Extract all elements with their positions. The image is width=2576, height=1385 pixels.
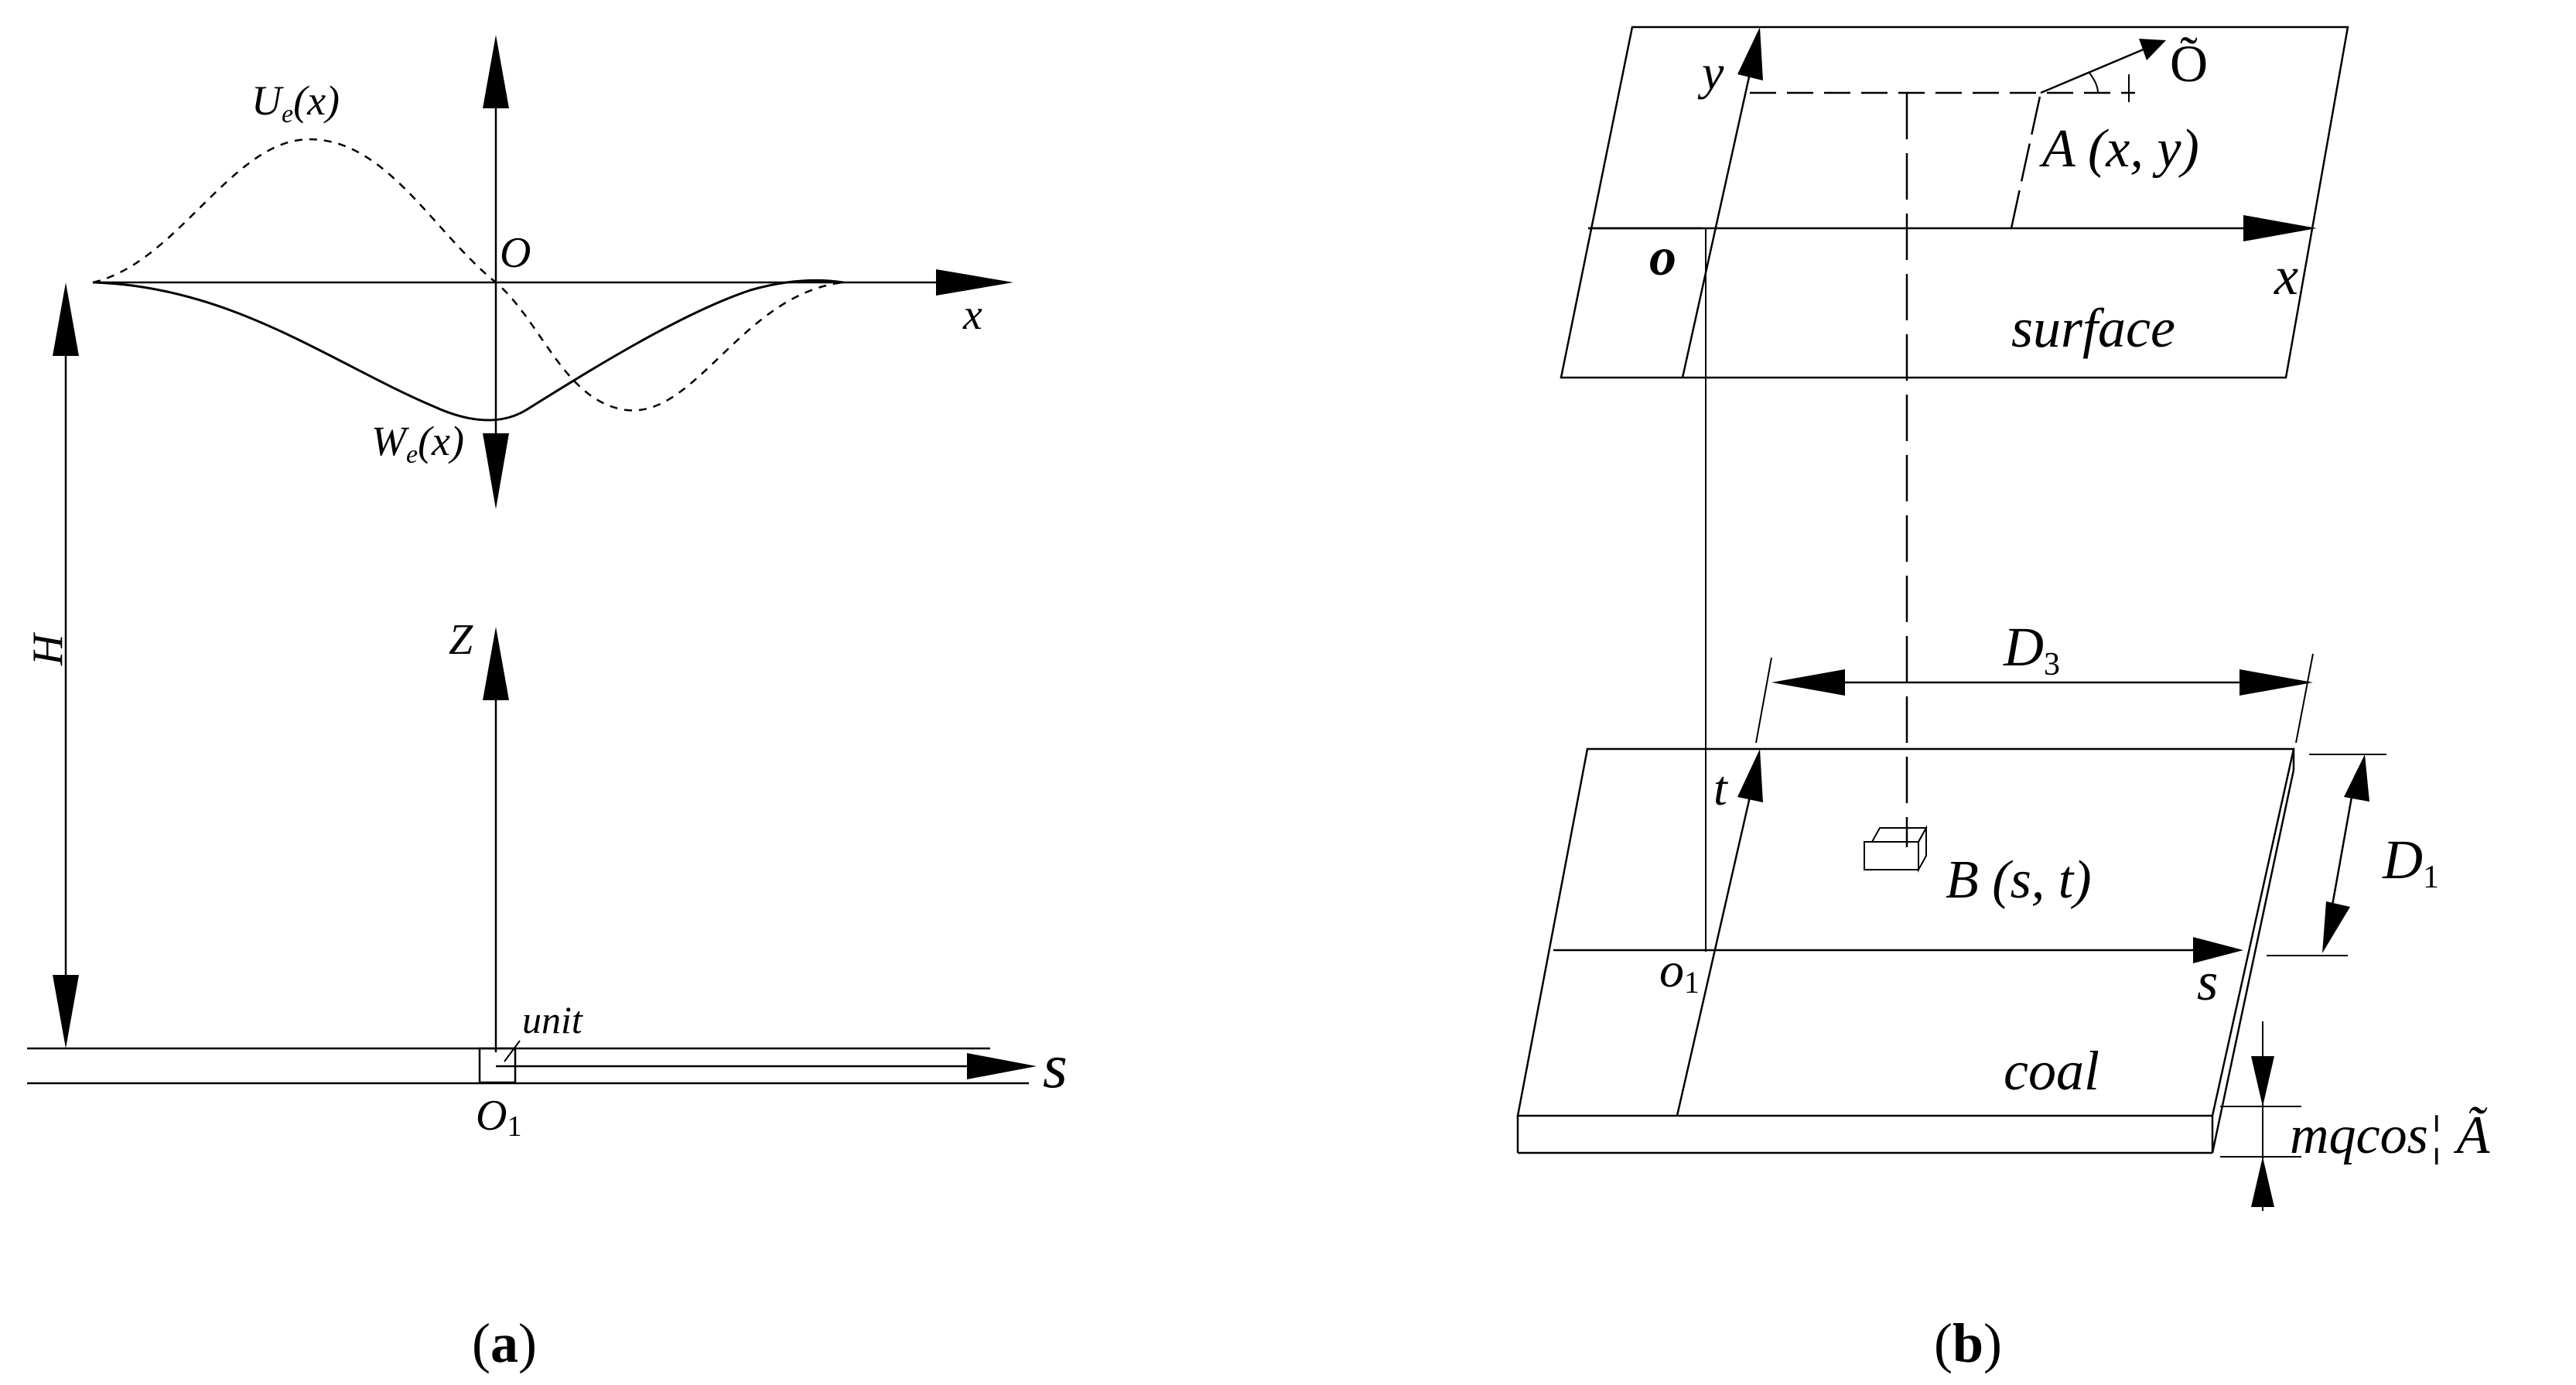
d1-bottom-arrow xyxy=(2322,901,2350,953)
thickness-bottom-arrow xyxy=(2251,1157,2274,1207)
coal-plane-top xyxy=(1516,747,2295,1117)
coal-s-arrow xyxy=(2193,937,2243,963)
o1-label-b: o1 xyxy=(1659,942,1700,1000)
s-axis-arrow xyxy=(967,1053,1037,1079)
surface-label: surface xyxy=(2011,297,2175,359)
x-axis-label: x xyxy=(962,291,982,339)
displacement-curve xyxy=(92,138,844,412)
surface-slant-a xyxy=(2010,92,2042,229)
thickness-top-arrow xyxy=(2251,1056,2274,1106)
coal-t-axis xyxy=(1676,796,1751,1117)
d3-right-extension xyxy=(2295,653,2314,744)
unit-label: unit xyxy=(522,998,583,1041)
ue-label: Ue(x) xyxy=(251,77,340,128)
d3-right-arrow xyxy=(2239,669,2313,696)
coal-t-arrow xyxy=(1737,749,1763,802)
surface-y-axis xyxy=(1681,73,1751,378)
d3-label: D3 xyxy=(2003,616,2060,682)
d1-top-arrow xyxy=(2344,754,2369,802)
h-label: H xyxy=(24,632,72,666)
z-axis-arrow xyxy=(483,627,509,700)
caption-a: (a) xyxy=(472,1312,537,1374)
d1-dimension-line xyxy=(2331,796,2353,906)
origin-label: O xyxy=(500,229,531,277)
surface-y-arrow xyxy=(1737,27,1763,80)
angle-arc xyxy=(2088,71,2099,94)
panel-a: Ue(x) O x We(x) H Z unit s O1 (a) xyxy=(24,35,1068,1374)
subsidence-curve xyxy=(92,279,844,422)
z-axis-label: Z xyxy=(449,616,473,664)
x-label: x xyxy=(2274,247,2298,306)
vertical-axis-up-arrow xyxy=(483,35,509,108)
coal-slab-right-face xyxy=(2211,769,2295,1154)
o-label: o xyxy=(1649,227,1676,287)
point-a-label: A (x, y) xyxy=(2039,119,2199,179)
point-b-label: B (s, t) xyxy=(1946,850,2092,910)
h-dimension-bottom-arrow xyxy=(53,975,79,1048)
d3-left-arrow xyxy=(1771,669,1845,696)
we-label: We(x) xyxy=(371,418,464,469)
surface-x-arrow xyxy=(2243,215,2317,241)
o-tilde-arrowhead xyxy=(2139,39,2166,60)
vertical-axis-down-arrow xyxy=(483,433,509,509)
caption-b: (b) xyxy=(1934,1312,2002,1374)
thickness-label: mqcos¦ Ã xyxy=(2290,1106,2490,1165)
surface-plane xyxy=(1560,26,2349,379)
element-b-top xyxy=(1871,827,1928,843)
o-tilde-label: Õ xyxy=(2170,34,2208,93)
s-label: s xyxy=(2197,952,2218,1012)
element-b-side xyxy=(1918,825,1927,873)
d3-left-extension xyxy=(1755,657,1772,744)
d1-label: D1 xyxy=(2382,829,2439,895)
coal-label: coal xyxy=(2004,1040,2099,1102)
o1-label: O1 xyxy=(476,1092,521,1143)
t-label: t xyxy=(1713,761,1729,816)
y-label: y xyxy=(1697,45,1724,100)
s-axis-label: s xyxy=(1043,1031,1068,1101)
x-axis-arrow xyxy=(936,269,1013,296)
h-dimension-top-arrow xyxy=(53,282,79,356)
element-b-front xyxy=(1864,841,1919,870)
panel-b: y Õ A (x, y) o x surface D3 t B (s, t) D… xyxy=(1516,26,2490,1374)
unit-element xyxy=(478,1047,517,1084)
unit-leader xyxy=(504,1040,521,1062)
o-tilde-arrow-line xyxy=(2040,45,2151,94)
